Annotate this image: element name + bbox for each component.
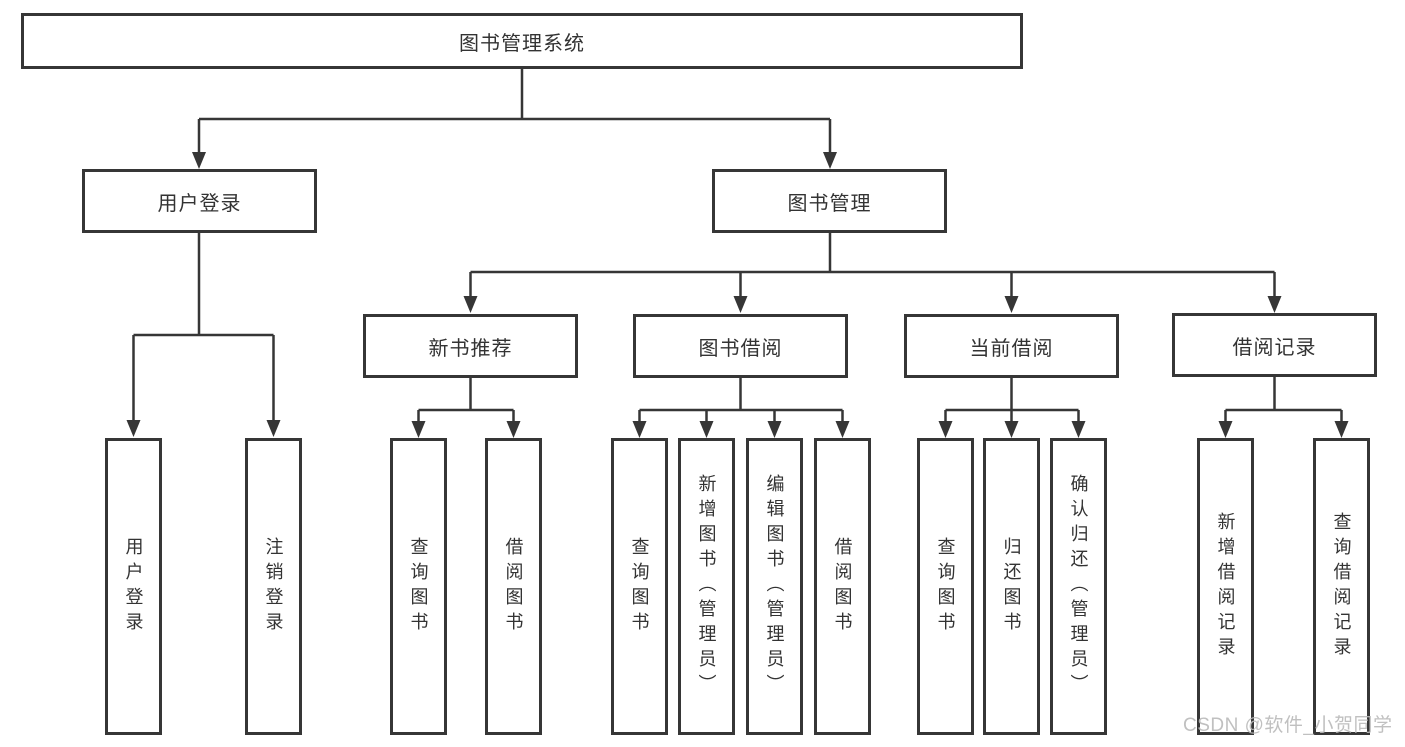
leaf-current-return-books: 归还图书	[983, 438, 1040, 735]
leaf-current-return-books-label: 归还图书	[1001, 536, 1022, 637]
leaf-current-confirm-return-admin: 确认归还（管理员）	[1050, 438, 1107, 735]
leaf-newbooks-query-books-label: 查询图书	[408, 536, 429, 637]
node-current-borrow: 当前借阅	[904, 314, 1119, 378]
node-borrow-records-label: 借阅记录	[1232, 336, 1317, 359]
leaf-borrow-borrow-books-label: 借阅图书	[832, 536, 853, 637]
leaf-newbooks-borrow-books: 借阅图书	[485, 438, 542, 735]
leaf-logout-label: 注销登录	[263, 536, 284, 637]
node-book-management: 图书管理	[712, 169, 947, 233]
leaf-user-login-label: 用户登录	[123, 536, 144, 637]
leaf-borrow-add-books-admin: 新增图书（管理员）	[678, 438, 735, 735]
leaf-borrow-edit-books-admin-label: 编辑图书（管理员）	[764, 474, 785, 699]
node-root-label: 图书管理系统	[459, 32, 585, 55]
node-root-library-management-system: 图书管理系统	[21, 13, 1023, 69]
leaf-records-query-record: 查询借阅记录	[1313, 438, 1370, 735]
node-user-login: 用户登录	[82, 169, 317, 233]
leaf-borrow-query-books: 查询图书	[611, 438, 668, 735]
csdn-watermark: CSDN @软件_小贺同学	[1183, 715, 1393, 736]
node-book-borrow: 图书借阅	[633, 314, 848, 378]
node-new-book-recommend-label: 新书推荐	[428, 337, 513, 360]
leaf-borrow-add-books-admin-label: 新增图书（管理员）	[696, 474, 717, 699]
leaf-user-login: 用户登录	[105, 438, 162, 735]
leaf-current-query-books-label: 查询图书	[935, 536, 956, 637]
leaf-records-add-record: 新增借阅记录	[1197, 438, 1254, 735]
leaf-records-query-record-label: 查询借阅记录	[1331, 511, 1352, 662]
connector-lines	[132, 69, 1343, 424]
leaf-current-confirm-return-admin-label: 确认归还（管理员）	[1068, 474, 1089, 699]
leaf-newbooks-query-books: 查询图书	[390, 438, 447, 735]
leaf-current-query-books: 查询图书	[917, 438, 974, 735]
node-book-management-label: 图书管理	[787, 192, 872, 215]
leaf-borrow-query-books-label: 查询图书	[629, 536, 650, 637]
node-borrow-records: 借阅记录	[1172, 313, 1377, 377]
node-new-book-recommend: 新书推荐	[363, 314, 578, 378]
node-user-login-label: 用户登录	[157, 192, 242, 215]
leaf-records-add-record-label: 新增借阅记录	[1215, 511, 1236, 662]
node-book-borrow-label: 图书借阅	[698, 337, 783, 360]
leaf-borrow-borrow-books: 借阅图书	[814, 438, 871, 735]
node-current-borrow-label: 当前借阅	[969, 337, 1054, 360]
leaf-logout: 注销登录	[245, 438, 302, 735]
leaf-newbooks-borrow-books-label: 借阅图书	[503, 536, 524, 637]
leaf-borrow-edit-books-admin: 编辑图书（管理员）	[746, 438, 803, 735]
